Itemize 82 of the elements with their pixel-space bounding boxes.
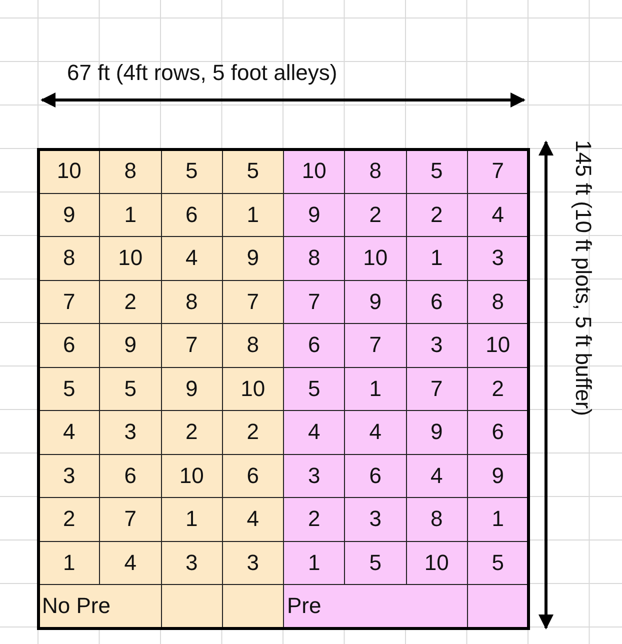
table-cell: 9	[406, 410, 468, 454]
table-cell: 6	[38, 323, 100, 368]
table-cell: 9	[283, 192, 346, 237]
table-cell: No Pre	[38, 584, 162, 628]
table-cell: 10	[283, 149, 346, 194]
table-cell: 5	[466, 540, 529, 585]
table-cell: 5	[38, 366, 100, 411]
table-cell: 5	[99, 366, 162, 411]
table-cell: 4	[466, 192, 529, 237]
table-cell: 8	[38, 236, 100, 280]
table-cell: 5	[406, 149, 468, 194]
table-cell: 6	[160, 192, 223, 237]
table-cell: 5	[283, 366, 346, 411]
table-cell: 6	[344, 454, 406, 498]
table-cell: 9	[344, 280, 406, 324]
table-cell: 8	[406, 497, 468, 542]
table-cell: 6	[466, 410, 529, 454]
table-cell: 8	[99, 149, 162, 194]
table-cell: 4	[283, 410, 346, 454]
table-cell: 6	[406, 280, 468, 324]
table-cell: 4	[99, 540, 162, 585]
table-cell: 2	[38, 497, 100, 542]
table-cell: 1	[99, 192, 162, 237]
table-cell: 7	[222, 280, 284, 324]
table-cell: 4	[222, 497, 284, 542]
table-cell: 3	[466, 236, 529, 280]
table-cell: 2	[99, 280, 162, 324]
table-cell: 2	[222, 410, 284, 454]
table-cell: 3	[38, 454, 100, 498]
table-cell: 9	[222, 236, 284, 280]
table-cell: 9	[38, 192, 100, 237]
table-cell: 1	[222, 192, 284, 237]
table-cell: 1	[344, 366, 406, 411]
table-cell: 7	[283, 280, 346, 324]
table-cell: 8	[160, 280, 223, 324]
table-cell: 8	[466, 280, 529, 324]
table-cell: 1	[38, 540, 100, 585]
table-cell: 8	[344, 149, 406, 194]
table-cell: 1	[160, 497, 223, 542]
table-cell: 4	[406, 454, 468, 498]
table-cell: 4	[344, 410, 406, 454]
table-cell: 2	[283, 497, 346, 542]
table-cell: 3	[283, 454, 346, 498]
table-cell: 9	[160, 366, 223, 411]
table-cell: 10	[99, 236, 162, 280]
table-cell: 8	[222, 323, 284, 368]
table-cell: 3	[406, 323, 468, 368]
table-cell: 7	[38, 280, 100, 324]
table-cell: 7	[406, 366, 468, 411]
table-cell: 10	[344, 236, 406, 280]
table-cell: 10	[406, 540, 468, 585]
table-cell: 1	[283, 540, 346, 585]
table-cell: 6	[283, 323, 346, 368]
dimension-label: 145 ft (10 ft plots, 5 ft buffer)	[570, 140, 596, 416]
table-cell: 2	[160, 410, 223, 454]
table-cell: 4	[160, 236, 223, 280]
table-cell: 9	[99, 323, 162, 368]
table-cell: Pre	[283, 584, 468, 628]
dimension-label: 67 ft (4ft rows, 5 foot alleys)	[67, 60, 338, 86]
table-cell: 7	[344, 323, 406, 368]
table-cell: 3	[222, 540, 284, 585]
table-cell: 2	[466, 366, 529, 411]
table-cell: 10	[160, 454, 223, 498]
table-cell: 6	[222, 454, 284, 498]
table-cell: 4	[38, 410, 100, 454]
table-cell: 10	[466, 323, 529, 368]
table-cell: 3	[344, 497, 406, 542]
table-cell: 5	[222, 149, 284, 194]
table-cell: 1	[466, 497, 529, 542]
table-cell: 5	[160, 149, 223, 194]
table-cell: 1	[406, 236, 468, 280]
table-cell: 3	[99, 410, 162, 454]
table-cell: 2	[406, 192, 468, 237]
table-cell: 8	[283, 236, 346, 280]
table-cell: 5	[344, 540, 406, 585]
table-cell: 2	[344, 192, 406, 237]
table-cell: 10	[222, 366, 284, 411]
table-cell: 7	[99, 497, 162, 542]
table-cell: 9	[466, 454, 529, 498]
table-cell: 3	[160, 540, 223, 585]
table-cell: 6	[99, 454, 162, 498]
table-cell: 7	[160, 323, 223, 368]
